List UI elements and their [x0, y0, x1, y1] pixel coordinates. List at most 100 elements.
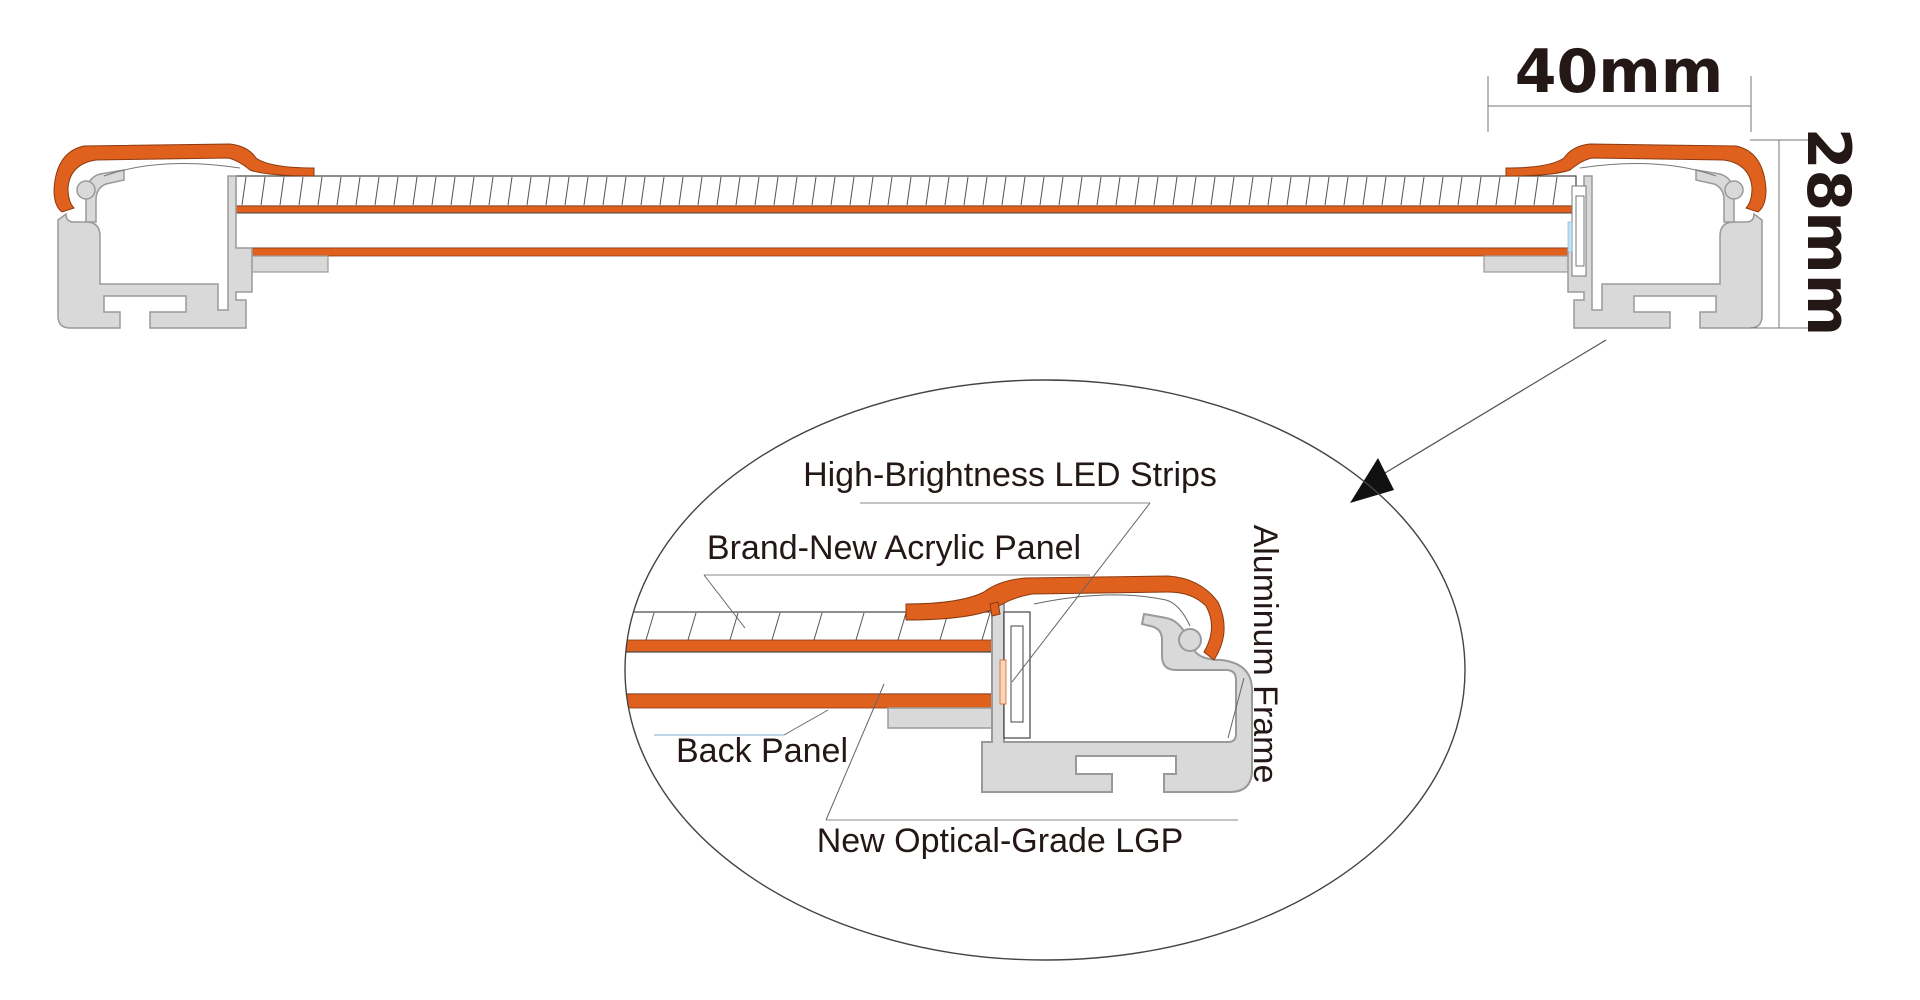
hatch-line	[716, 176, 722, 206]
hatch-line	[621, 176, 627, 206]
hatch-line	[1419, 176, 1425, 206]
callout-aluminum-frame-label: Aluminum Frame	[1246, 525, 1284, 784]
callout-lgp-label: New Optical-Grade LGP	[817, 822, 1184, 860]
hatch-line	[697, 176, 703, 206]
aluminum-frame-left	[57, 169, 253, 329]
hatch-line	[1457, 176, 1463, 206]
hatch-line	[640, 176, 646, 206]
back-plate-right	[1483, 255, 1577, 273]
hatch-line	[1362, 176, 1368, 206]
callout-led-strips: High-Brightness LED Strips	[803, 456, 1217, 683]
hatch-line	[982, 176, 988, 206]
hatch-line	[1229, 176, 1235, 206]
height-dimension-label: 28mm	[1793, 128, 1863, 337]
detail-led-strip	[999, 659, 1007, 705]
hatch-line	[450, 176, 456, 206]
hatch-line	[1305, 176, 1311, 206]
hatch-line	[1381, 176, 1387, 206]
hatch-line	[602, 176, 608, 206]
hatch-line	[773, 176, 779, 206]
hatch-line	[336, 176, 342, 206]
hatch-line	[604, 613, 612, 640]
hatch-line	[545, 176, 551, 206]
hatch-line	[564, 176, 570, 206]
hatch-line	[279, 176, 285, 206]
hatch-line	[963, 176, 969, 206]
detail-zoom-circle	[624, 379, 1466, 961]
hatch-line	[792, 176, 798, 206]
hatch-line	[469, 176, 475, 206]
hatch-line	[431, 176, 437, 206]
hatch-line	[1343, 176, 1349, 206]
hatch-line	[1324, 176, 1330, 206]
hatch-line	[1077, 176, 1083, 206]
hatch-line	[771, 612, 781, 641]
led-holder-right	[1567, 185, 1587, 277]
aluminum-frame-right	[1505, 143, 1767, 329]
hatch-line	[1210, 176, 1216, 206]
callout-back-panel-label: Back Panel	[676, 732, 848, 770]
detail-frame-clip-bead	[1178, 628, 1202, 652]
hatch-line	[925, 176, 931, 206]
hatch-line	[1533, 176, 1539, 206]
hatch-line	[1495, 176, 1501, 206]
hatch-line	[887, 176, 893, 206]
hatch-line	[868, 176, 874, 206]
hatch-line	[855, 612, 865, 641]
detail-back-plate	[887, 707, 995, 729]
hatch-line	[1058, 176, 1064, 206]
full-cross-section	[53, 143, 1767, 329]
width-dimension-label: 40mm	[1515, 37, 1724, 107]
hatch-line	[754, 176, 760, 206]
hatch-line	[1096, 176, 1102, 206]
detail-acrylic-hatching	[604, 612, 991, 641]
hatch-line	[645, 612, 655, 641]
hatch-line	[1267, 176, 1273, 206]
callout-acrylic-panel: Brand-New Acrylic Panel	[703, 529, 1090, 629]
hatch-line	[260, 176, 266, 206]
hatch-line	[849, 176, 855, 206]
hatch-line	[1153, 176, 1159, 206]
detail-zoom-view	[604, 379, 1466, 961]
hatch-line	[1172, 176, 1178, 206]
zoom-pointer-arrowhead	[1350, 458, 1394, 503]
callout-led-strips-label: High-Brightness LED Strips	[803, 456, 1217, 494]
callout-back-panel: Back Panel	[654, 709, 848, 770]
hatch-line	[507, 176, 513, 206]
hatch-line	[317, 176, 323, 206]
acrylic-orange-layer	[235, 205, 1577, 214]
callout-aluminum-frame: Aluminum Frame	[1227, 525, 1284, 784]
hatch-line	[374, 176, 380, 206]
hatch-line	[906, 176, 912, 206]
hatch-line	[1039, 176, 1045, 206]
detail-snap-cover-tab	[989, 601, 1001, 617]
hatch-line	[393, 176, 399, 206]
snap-cover-left-inner-line	[103, 163, 241, 177]
hatch-line	[412, 176, 418, 206]
hatch-line	[1134, 176, 1140, 206]
hatch-line	[583, 176, 589, 206]
hatch-line	[944, 176, 950, 206]
lgp-layer	[235, 212, 1577, 249]
acrylic-panel-strip	[235, 175, 1577, 207]
hatch-line	[1248, 176, 1254, 206]
hatch-line	[678, 176, 684, 206]
hatch-line	[488, 176, 494, 206]
hatch-line	[687, 612, 697, 641]
acrylic-hatching	[241, 176, 1558, 206]
hatch-line	[1400, 176, 1406, 206]
hatch-line	[1514, 176, 1520, 206]
snap-cover-left	[53, 143, 315, 213]
hatch-line	[1286, 176, 1292, 206]
hatch-line	[1001, 176, 1007, 206]
hatch-line	[355, 176, 361, 206]
hatch-line	[981, 612, 991, 641]
height-dimension: 28mm	[1750, 128, 1863, 337]
hatch-line	[1191, 176, 1197, 206]
detail-cover-inner-line	[1033, 594, 1191, 627]
zoom-pointer	[1350, 339, 1607, 503]
hatch-line	[897, 612, 907, 641]
callout-lgp: New Optical-Grade LGP	[817, 683, 1238, 860]
width-dimension: 40mm	[1487, 37, 1752, 132]
hatch-line	[811, 176, 817, 206]
